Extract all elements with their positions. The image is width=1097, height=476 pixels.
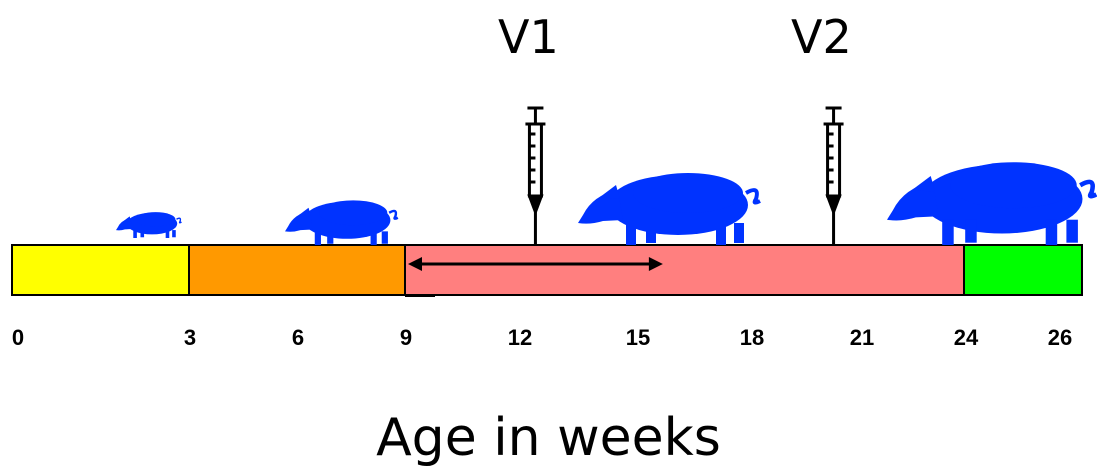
- syringe-icon: [824, 108, 844, 245]
- pig-icon: [116, 212, 182, 238]
- phase-segment: [405, 245, 964, 295]
- pig-icon: [887, 162, 1096, 245]
- pig-icon: [285, 200, 398, 245]
- tick-label: 12: [508, 325, 532, 351]
- phase-segment: [964, 245, 1082, 295]
- tick-label: 18: [740, 325, 764, 351]
- tick-label: 9: [400, 325, 412, 351]
- tick-label: 3: [184, 325, 196, 351]
- tick-label: 24: [954, 325, 978, 351]
- tick-label: 15: [626, 325, 650, 351]
- tick-label: 21: [850, 325, 874, 351]
- v2-label: V2: [791, 10, 852, 64]
- v1-label: V1: [498, 10, 559, 64]
- tick-label: 26: [1048, 325, 1072, 351]
- tick-label: 0: [12, 325, 24, 351]
- pig-icon: [578, 173, 760, 245]
- syringe-icon: [525, 108, 545, 245]
- tick-label: 6: [292, 325, 304, 351]
- phase-segment: [189, 245, 405, 295]
- phase-segment: [12, 245, 189, 295]
- x-axis-label: Age in weeks: [0, 408, 1097, 468]
